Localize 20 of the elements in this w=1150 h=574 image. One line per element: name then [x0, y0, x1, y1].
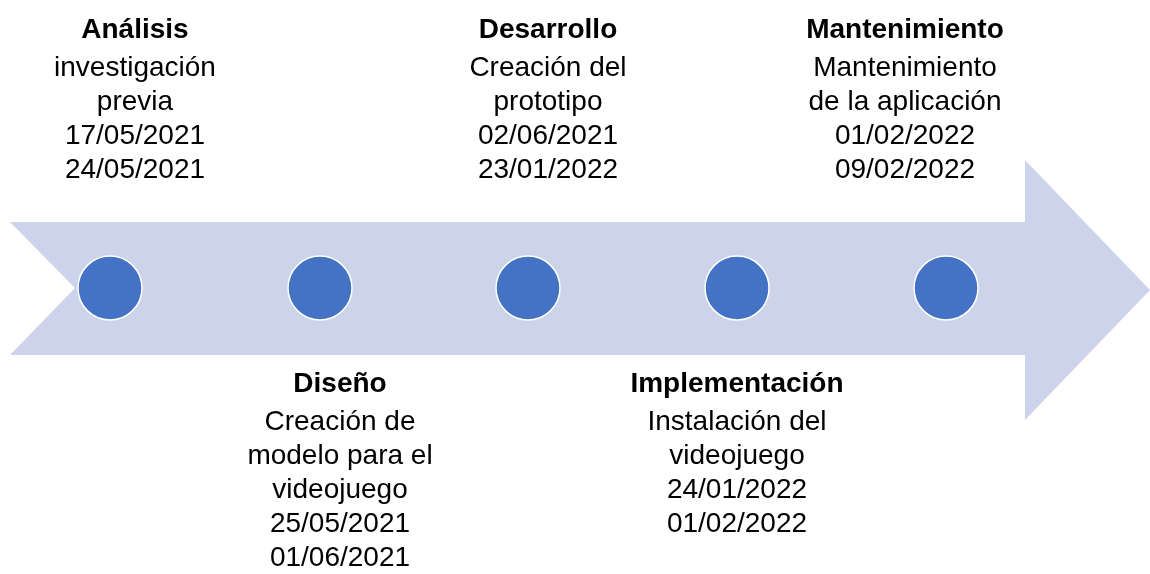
phase-description: Instalación del videojuego [646, 404, 828, 472]
start-date: 01/02/2022 [833, 118, 977, 152]
phase-description: Mantenimiento de la aplicación [807, 50, 1003, 118]
phase-title: Mantenimiento [805, 12, 1005, 46]
phase-description: investigación previa [53, 50, 217, 118]
end-date: 24/05/2021 [63, 152, 207, 186]
phase-title: Análisis [80, 12, 190, 46]
phase-description: Creación de modelo para el videojuego [246, 404, 434, 506]
start-date: 02/06/2021 [476, 118, 620, 152]
start-date: 25/05/2021 [268, 506, 412, 540]
phase-description: Creación del prototipo [468, 50, 628, 118]
start-date: 17/05/2021 [63, 118, 207, 152]
phase-title: Diseño [292, 366, 388, 400]
phase-title: Implementación [629, 366, 845, 400]
start-date: 24/01/2022 [665, 472, 809, 506]
end-date: 23/01/2022 [476, 152, 620, 186]
end-date: 09/02/2022 [833, 152, 977, 186]
end-date: 01/06/2021 [268, 540, 412, 574]
phase-title: Desarrollo [477, 12, 619, 46]
end-date: 01/02/2022 [665, 506, 809, 540]
